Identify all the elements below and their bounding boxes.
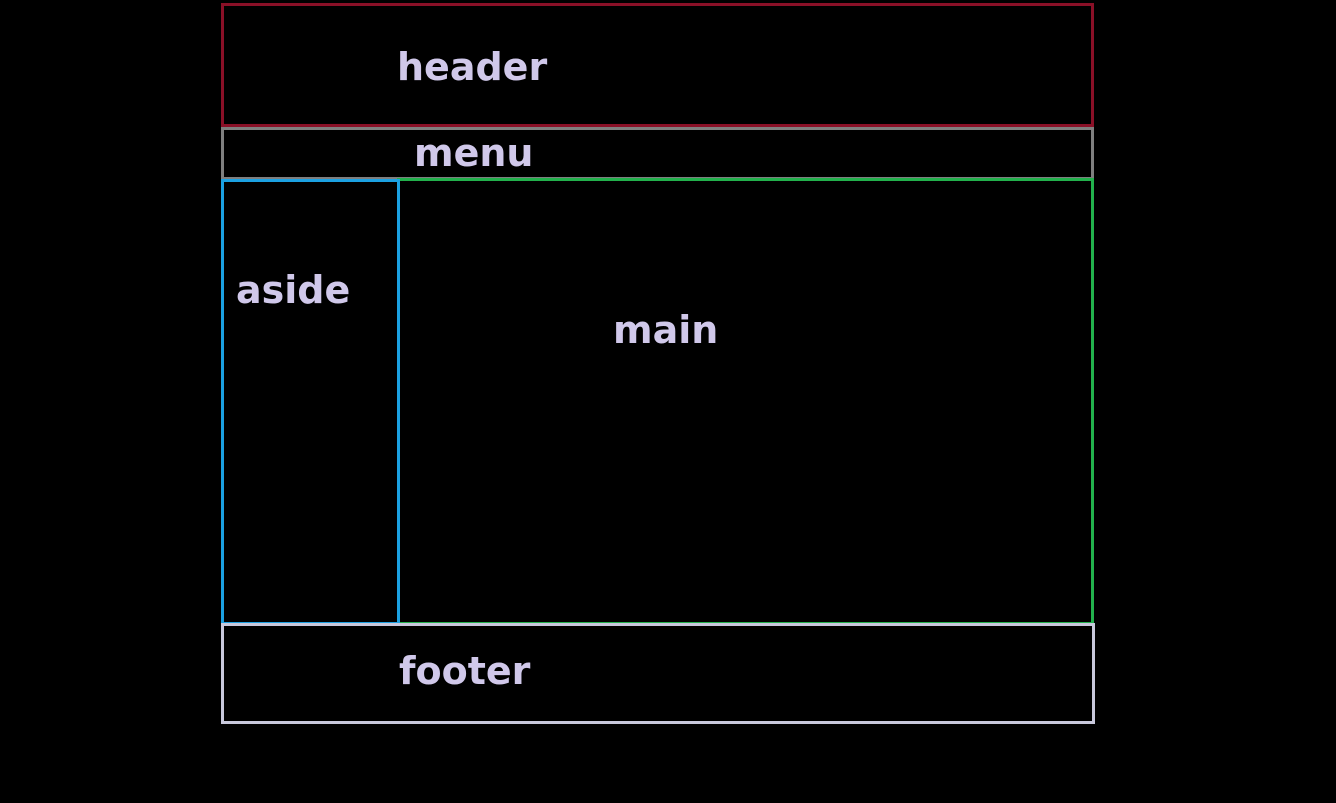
menu-region: [221, 127, 1094, 180]
main-label: main: [613, 308, 719, 352]
footer-label: footer: [399, 649, 531, 693]
menu-label: menu: [414, 131, 534, 175]
header-label: header: [397, 45, 548, 89]
main-region: [397, 178, 1094, 625]
footer-region: [221, 623, 1095, 724]
header-region: [221, 3, 1094, 127]
aside-label: aside: [236, 268, 351, 312]
aside-region: [221, 179, 400, 625]
